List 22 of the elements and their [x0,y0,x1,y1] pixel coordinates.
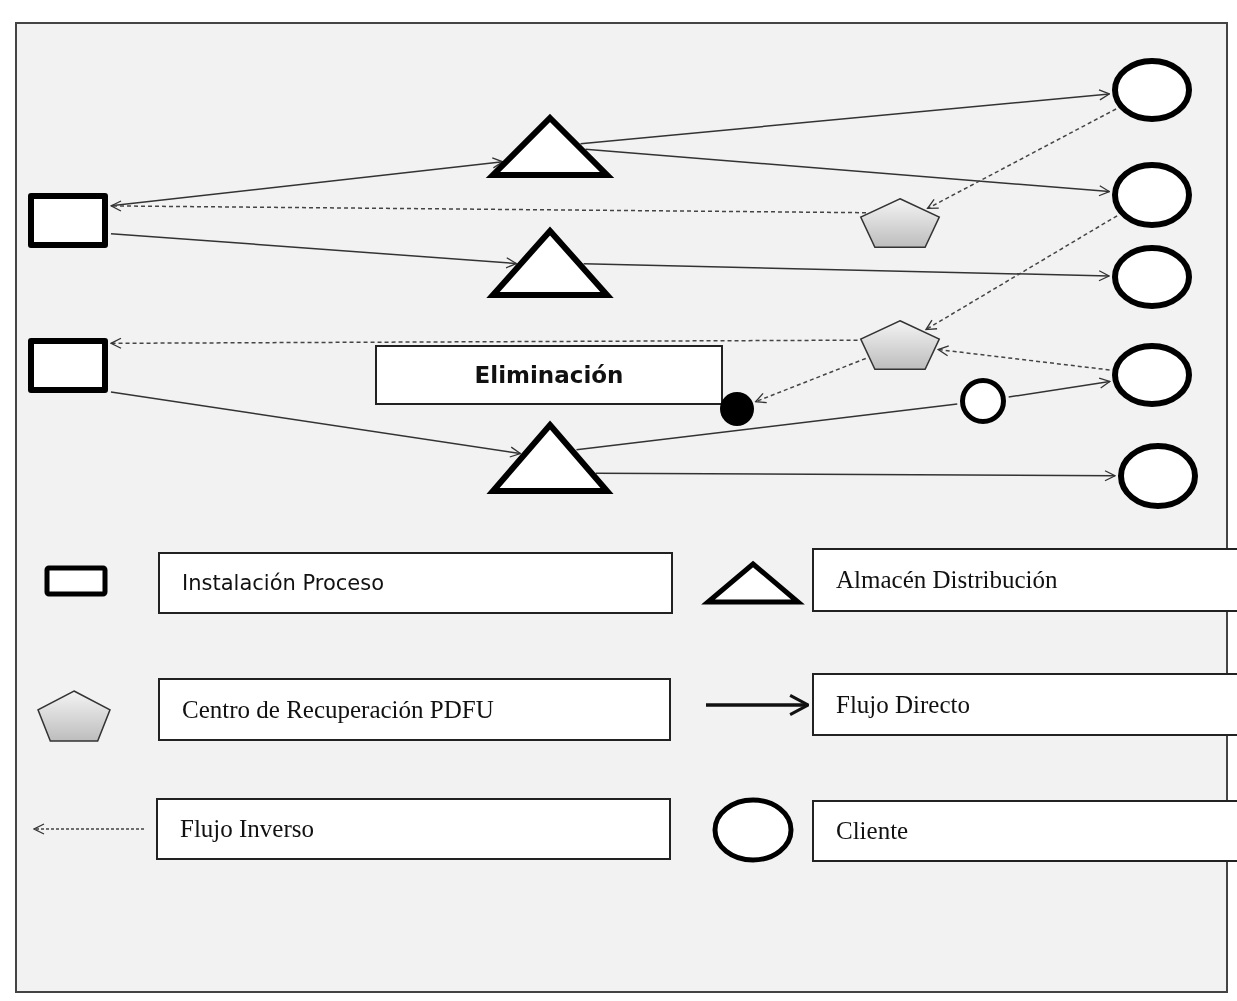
legend-label: Flujo Inverso [156,798,671,860]
arrow [582,263,1110,282]
arrow [110,391,522,458]
legend-label: Instalación Proceso [158,552,673,614]
dashed-arrow [110,337,859,349]
dashed-arrow [754,357,867,404]
dashed-arrow [110,200,867,214]
legend-label: Flujo Directo [812,673,1237,736]
arrow [584,148,1111,197]
legend-label: Almacén Distribución [812,548,1237,612]
arrow [579,89,1111,145]
legend-label: Cliente [812,800,1237,862]
legend-label: Centro de Recuperación PDFU [158,678,671,741]
dashed-arrow [937,345,1111,371]
dashed-arrow [925,215,1118,331]
arrow [110,232,518,269]
arrow [594,470,1116,482]
connector-line [575,403,958,451]
process-box [375,345,723,405]
box-label: Eliminación [474,362,624,388]
dashed-arrow [926,108,1117,210]
arrow [1007,377,1111,398]
